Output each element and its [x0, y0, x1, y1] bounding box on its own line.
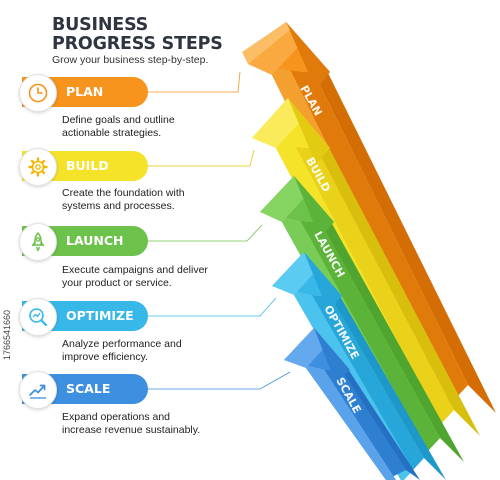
- step-launch-icon-badge: [19, 223, 57, 261]
- gear-icon: [28, 157, 48, 177]
- connector-build: [148, 149, 255, 167]
- step-scale-label: SCALE: [66, 381, 111, 396]
- magnifier-chart-icon: [29, 308, 48, 327]
- step-build-icon-badge: [19, 148, 57, 186]
- title-line-1: BUSINESS: [52, 15, 149, 35]
- step-build-label: BUILD: [66, 158, 109, 173]
- step-build-description: Create the foundation with systems and p…: [62, 187, 185, 212]
- step-optimize-description: Analyze performance and improve efficien…: [62, 338, 182, 363]
- step-plan-icon-badge: [19, 74, 57, 112]
- step-optimize-icon-badge: [19, 298, 57, 336]
- rocket-icon: [31, 232, 45, 252]
- clock-icon: [28, 83, 48, 103]
- subtitle: Grow your business step-by-step.: [52, 54, 209, 66]
- title-line-2: PROGRESS STEPS: [52, 34, 223, 54]
- step-optimize-label: OPTIMIZE: [66, 308, 134, 323]
- connector-launch: [148, 224, 263, 242]
- connector-plan: [148, 71, 241, 93]
- growth-chart-icon: [29, 384, 46, 399]
- arrow-scale: [284, 328, 420, 480]
- step-plan-label: PLAN: [66, 84, 104, 99]
- step-launch-description: Execute campaigns and deliver your produ…: [62, 264, 208, 289]
- step-scale-description: Expand operations and increase revenue s…: [62, 411, 201, 436]
- step-launch-label: LAUNCH: [66, 233, 124, 248]
- connector-scale: [148, 371, 291, 390]
- step-scale-icon-badge: [19, 371, 57, 409]
- step-plan-description: Define goals and outline actionable stra…: [62, 114, 175, 139]
- connector-optimize: [148, 297, 277, 317]
